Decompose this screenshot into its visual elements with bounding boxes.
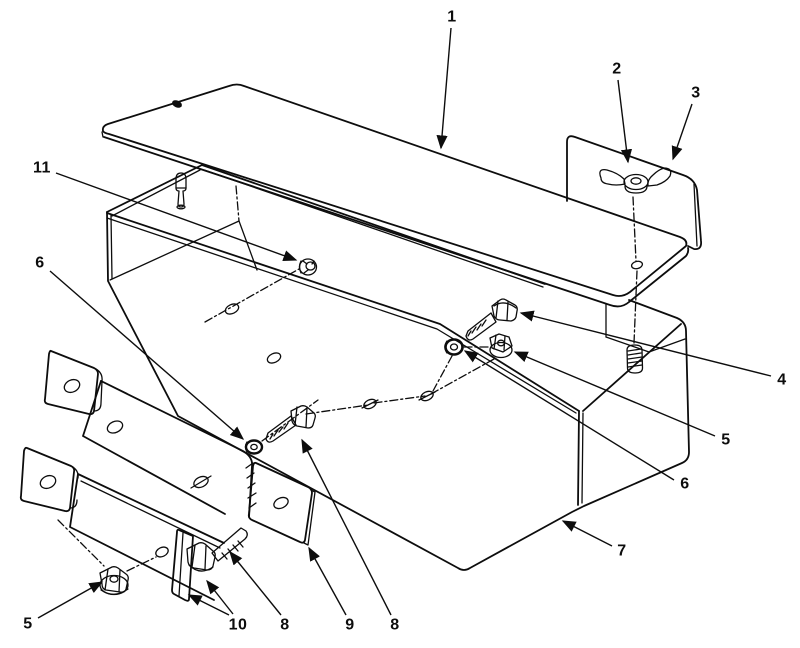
- leader-line-6-0: [49, 270, 245, 440]
- leader-line-11-0: [55, 172, 298, 261]
- cover-plate-drawing: [101, 83, 690, 308]
- leader-line-1-0: [436, 27, 452, 150]
- callout-label-6-8: 6: [35, 255, 44, 272]
- callout-label-9-12: 9: [345, 617, 354, 634]
- hex-bolt-lower-drawing: [186, 527, 248, 572]
- callout-label-2-1: 2: [612, 61, 621, 78]
- washer-right-drawing: [444, 338, 464, 356]
- box-hole: [224, 303, 240, 315]
- wing-nut-drawing: [599, 167, 672, 194]
- cover-hole: [630, 260, 644, 270]
- leader-line-2-0: [617, 79, 633, 164]
- callout-label-7-6: 7: [617, 543, 626, 560]
- callout-label-5-4: 5: [721, 432, 730, 449]
- callout-label-1-0: 1: [447, 9, 456, 26]
- leader-line-10-0: [206, 579, 234, 615]
- callout-label-8-11: 8: [280, 617, 289, 634]
- hex-bolt-upper-drawing: [265, 405, 316, 443]
- leader-line-8-0: [301, 438, 392, 616]
- leader-line-7-0: [561, 520, 613, 547]
- callout-label-6-5: 6: [680, 476, 689, 493]
- hinge-notch: [172, 100, 182, 108]
- leader-line-5-0: [513, 351, 716, 437]
- fastener-axis-lines: [261, 346, 495, 442]
- hinge-pin-drawing: [175, 172, 187, 210]
- washer-left-drawing: [244, 439, 264, 455]
- callout-label-5-9: 5: [23, 616, 32, 633]
- callout-label-8-13: 8: [390, 617, 399, 634]
- callout-label-10-10: 10: [229, 617, 248, 634]
- upper-bracket-drawing: [43, 349, 257, 518]
- leader-line-8-0: [229, 550, 282, 616]
- leader-line-5-0: [37, 581, 104, 619]
- box-weldment-drawing: [106, 164, 690, 571]
- push-nut-axis-line: [204, 268, 300, 323]
- leader-line-9-0: [308, 546, 347, 616]
- push-nut-drawing: [298, 258, 318, 276]
- callout-label-4-3: 4: [777, 372, 786, 389]
- tab-hole-axis-line: [57, 519, 105, 567]
- callout-label-3-2: 3: [691, 85, 700, 102]
- flange-nut-right-drawing: [489, 333, 513, 359]
- leader-line-4-0: [519, 310, 772, 377]
- flat-plate-drawing: [247, 461, 316, 546]
- wing-nut-axis-line-lower: [633, 270, 638, 344]
- hex-bolt-right-drawing: [465, 298, 518, 341]
- leader-line-3-0: [671, 103, 693, 161]
- box-hole: [266, 352, 282, 364]
- nut-axis-line: [126, 556, 157, 572]
- callout-label-11-7: 11: [33, 160, 51, 177]
- leader-line-10-1: [187, 594, 230, 616]
- leader-line-6-0: [463, 350, 675, 481]
- wing-nut-axis-line: [632, 196, 637, 262]
- lower-bracket-drawing: [19, 446, 225, 601]
- rear-bracket-drawing: [566, 135, 703, 250]
- flange-nut-left-drawing: [99, 566, 129, 596]
